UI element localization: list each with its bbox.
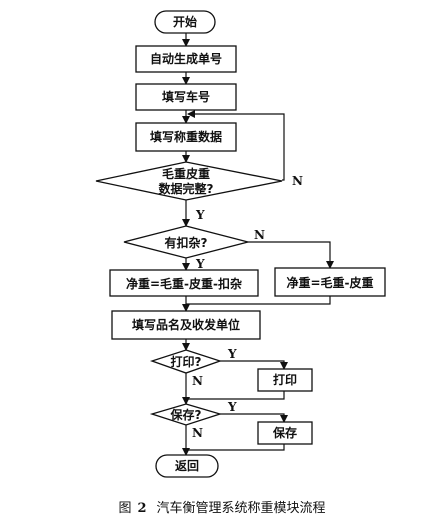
net-plain-box (274, 267, 386, 297)
caption-fig-label: 图 (118, 501, 132, 516)
net-with-deduction-box (109, 269, 259, 297)
start-terminal (154, 10, 216, 34)
caption-fig-number: 2 (137, 501, 147, 516)
node-net-with-deduction: 净重=毛重-皮重-扣杂 (109, 269, 259, 297)
net-with-deduction-label: 净重=毛重-皮重-扣杂 (126, 276, 242, 291)
node-net-plain: 净重=毛重-皮重 (274, 267, 386, 297)
node-print-action: 打印 (257, 368, 313, 392)
label-deduction-yes: Y (195, 257, 205, 271)
label-save-yes: Y (227, 400, 237, 414)
print-question-diamond (149, 349, 223, 374)
edge-save-action-merge (186, 444, 285, 451)
save-action-label: 保存 (272, 425, 297, 440)
node-save-action: 保存 (257, 421, 313, 445)
fill-weigh-box (135, 122, 237, 152)
edge-print-yes (220, 360, 288, 370)
return-label: 返回 (175, 458, 199, 473)
has-deduction-diamond (123, 225, 249, 259)
print-action-box (257, 368, 313, 392)
label-save-no: N (192, 426, 203, 440)
edge-deduction-no (248, 241, 334, 269)
auto-number-label: 自动生成单号 (150, 51, 222, 66)
node-return: 返回 (155, 454, 219, 478)
fill-goods-box (111, 310, 261, 340)
check-complete-label-2: 数据完整? (159, 181, 214, 196)
edge-print-action-merge (186, 391, 285, 400)
save-action-box (257, 421, 313, 445)
label-deduction-no: N (254, 228, 265, 242)
label-check-no: N (292, 174, 303, 188)
node-check-complete: 毛重皮重 数据完整? (95, 161, 283, 201)
node-fill-weigh: 填写称重数据 (135, 122, 237, 152)
caption-text: 汽车衡管理系统称重模块流程 (156, 501, 326, 516)
check-complete-label-1: 毛重皮重 (162, 166, 210, 181)
label-check-yes: Y (195, 208, 205, 222)
start-label: 开始 (173, 14, 197, 29)
check-complete-diamond (95, 161, 283, 201)
node-start: 开始 (154, 10, 216, 34)
node-has-deduction: 有扣杂? (123, 225, 249, 259)
label-print-no: N (192, 374, 203, 388)
return-terminal (155, 454, 219, 478)
net-plain-label: 净重=毛重-皮重 (286, 275, 373, 290)
node-print-question: 打印? (149, 349, 223, 374)
node-fill-plate: 填写车号 (135, 83, 237, 111)
edge-check-no-loop (187, 110, 285, 181)
node-auto-number: 自动生成单号 (135, 45, 237, 73)
auto-number-box (135, 45, 237, 73)
edge-net-plain-to-goods (186, 296, 331, 305)
print-question-label: 打印? (171, 354, 202, 369)
fill-plate-label: 填写车号 (162, 89, 210, 104)
fill-plate-box (135, 83, 237, 111)
fill-goods-label: 填写品名及收发单位 (132, 317, 240, 332)
flow-edges (182, 33, 334, 456)
edge-save-yes (220, 413, 288, 423)
node-fill-goods: 填写品名及收发单位 (111, 310, 261, 340)
label-print-yes: Y (227, 347, 237, 361)
print-action-label: 打印 (273, 372, 297, 387)
node-save-question: 保存? (149, 403, 223, 426)
has-deduction-label: 有扣杂? (165, 235, 208, 250)
save-question-diamond (149, 403, 223, 426)
fill-weigh-label: 填写称重数据 (150, 129, 222, 144)
save-question-label: 保存? (170, 407, 202, 422)
